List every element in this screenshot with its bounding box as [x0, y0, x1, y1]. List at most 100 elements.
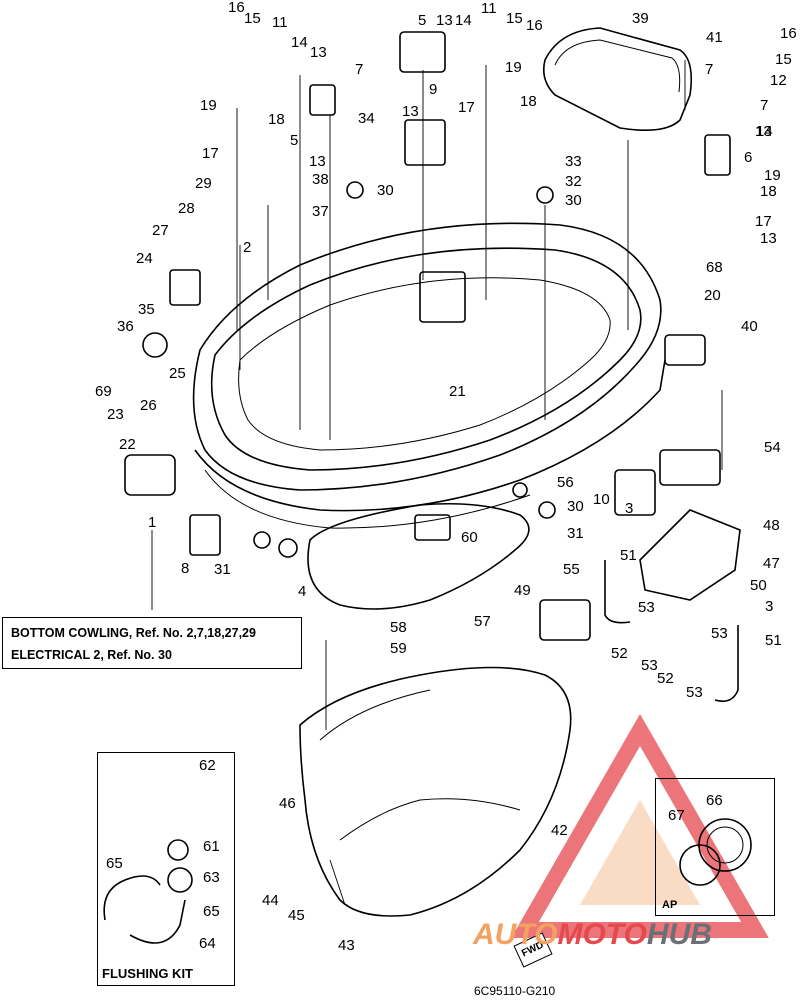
callout-label: 5 [290, 132, 298, 149]
callout-numbers: 16 15 11 14 13 7 5 13 14 11 15 16 39 41 … [95, 0, 797, 954]
small-parts [103, 31, 752, 944]
callout-label: 5 [418, 12, 426, 29]
callout-label: 59 [390, 640, 407, 657]
callout-label: 28 [178, 200, 195, 217]
callout-label: 6 [744, 149, 752, 166]
callout-label: 13 [309, 153, 326, 170]
callout-label: 24 [136, 250, 153, 267]
callout-label: 13 [436, 12, 453, 29]
callout-label: 30 [565, 192, 582, 209]
callout-label: 16 [780, 25, 797, 42]
callout-label: 54 [764, 439, 781, 456]
callout-label: 58 [390, 619, 407, 636]
callout-label: 7 [705, 61, 713, 78]
callout-label: 43 [338, 937, 355, 954]
callout-label: 17 [458, 99, 475, 116]
leader-lines [151, 60, 723, 906]
callout-label: 30 [567, 498, 584, 515]
lower-cowling [299, 666, 572, 917]
callout-label: 13 [755, 123, 772, 140]
callout-label: 55 [563, 561, 580, 578]
callout-label: 48 [763, 517, 780, 534]
callout-label: 17 [202, 145, 219, 162]
callout-label: 13 [310, 44, 327, 61]
callout-label: 63 [203, 869, 220, 886]
callout-label: 35 [138, 301, 155, 318]
callout-label: 31 [567, 525, 584, 542]
callout-label: 46 [279, 795, 296, 812]
callout-label: 16 [228, 0, 245, 16]
callout-label: 49 [514, 582, 531, 599]
callout-label: 47 [763, 555, 780, 572]
callout-label: 21 [449, 383, 466, 400]
callout-label: 9 [429, 81, 437, 98]
callout-label: 53 [686, 684, 703, 701]
reference-note-line: BOTTOM COWLING, Ref. No. 2,7,18,27,29 [11, 626, 256, 640]
callout-label: 18 [520, 93, 537, 110]
callout-label: 57 [474, 613, 491, 630]
callout-label: 1 [148, 514, 156, 531]
callout-label: 69 [95, 383, 112, 400]
callout-label: 36 [117, 318, 134, 335]
callout-label: 17 [755, 213, 772, 230]
callout-label: 3 [625, 500, 633, 517]
callout-label: 11 [272, 14, 288, 31]
watermark-part: MOTO [557, 918, 647, 951]
bottom-cowling [192, 222, 666, 529]
callout-label: 45 [288, 907, 305, 924]
callout-label: 62 [199, 757, 216, 774]
callout-label: 61 [203, 838, 220, 855]
cover-plate [542, 27, 693, 132]
watermark-text: AUTOMOTOHUB [473, 918, 712, 952]
callout-label: 15 [506, 10, 523, 27]
flushing-kit-title: FLUSHING KIT [102, 966, 193, 981]
callout-label: 22 [119, 436, 136, 453]
watermark-part: HUB [646, 918, 712, 951]
callout-label: 19 [505, 59, 522, 76]
callout-label: 15 [775, 51, 792, 68]
ap-inset: AP [655, 778, 775, 916]
callout-label: 15 [244, 10, 261, 27]
callout-label: 27 [152, 222, 169, 239]
callout-label: 40 [741, 318, 758, 335]
callout-label: 13 [402, 103, 419, 120]
callout-label: 53 [711, 625, 728, 642]
callout-label: 4 [298, 583, 306, 600]
reference-note-box: BOTTOM COWLING, Ref. No. 2,7,18,27,29 EL… [2, 617, 302, 669]
callout-label: 44 [262, 892, 279, 909]
watermark-logo-shape [511, 713, 769, 938]
callout-label: 14 [291, 34, 308, 51]
callout-label: 41 [706, 29, 723, 46]
callout-label: 13 [760, 230, 777, 247]
callout-label: 66 [706, 792, 723, 809]
watermark-part: AUTO [473, 918, 558, 951]
callout-label: 7 [355, 61, 363, 78]
callout-label: 19 [200, 97, 217, 114]
callout-label: 19 [764, 167, 781, 184]
callout-label: 65 [203, 903, 220, 920]
callout-label: 52 [657, 670, 674, 687]
ap-inset-label: AP [662, 899, 678, 911]
callout-label: 11 [481, 0, 497, 17]
callout-label: 10 [593, 491, 610, 508]
callout-label: 60 [461, 529, 478, 546]
callout-label: 53 [641, 657, 658, 674]
callout-label: 26 [140, 397, 157, 414]
callout-label: 20 [704, 287, 721, 304]
callout-label: 38 [312, 171, 329, 188]
callout-label: 34 [358, 110, 375, 127]
callout-label: 12 [770, 72, 787, 89]
callout-label: 14 [455, 12, 472, 29]
flushing-kit-inset: FLUSHING KIT [97, 752, 235, 986]
callout-label: 65 [106, 855, 123, 872]
callout-label: 67 [668, 807, 685, 824]
callout-label: 39 [632, 10, 649, 27]
callout-label: 7 [760, 97, 768, 114]
reference-note-line: ELECTRICAL 2, Ref. No. 30 [11, 648, 172, 662]
callout-label: 14 [756, 123, 773, 140]
callout-label: 42 [551, 822, 568, 839]
callout-label: 37 [312, 203, 329, 220]
callout-label: 3 [765, 598, 773, 615]
callout-label: 29 [195, 175, 212, 192]
